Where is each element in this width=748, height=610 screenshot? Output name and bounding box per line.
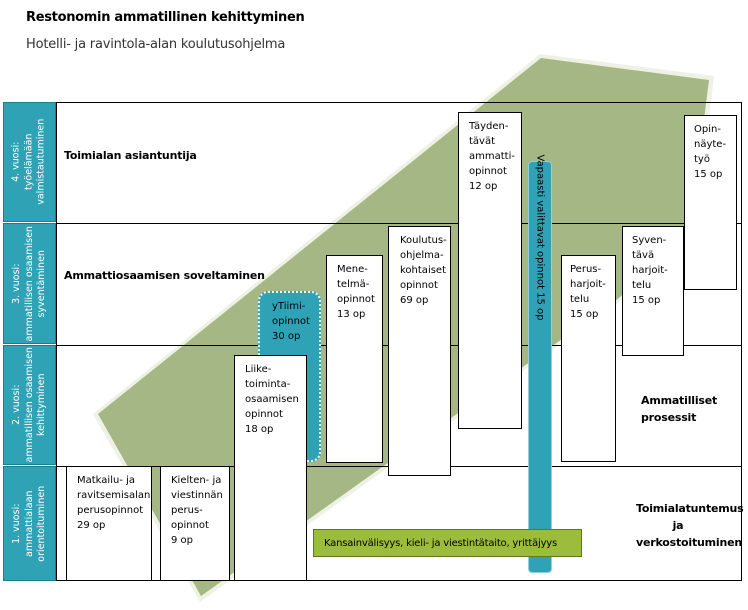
course-koulutusohjelma-opinnot: Koulutus- ohjelma- kohtaiset opinnot 69 … — [388, 226, 451, 476]
course-credits: 18 op — [245, 424, 274, 435]
year-2-cell: 2. vuosi: ammatillisen osaamisen kehitty… — [3, 345, 56, 465]
course-credits: 9 op — [171, 535, 194, 546]
course-matkailu-perusopinnot: Matkailu- ja ravitsemisalan perusopinnot… — [66, 466, 152, 581]
course-name: yTiimi- opinnot — [272, 301, 310, 327]
course-name: Täyden- tävät ammatti- opinnot — [469, 121, 515, 177]
course-name: Mene- telmä- opinnot — [337, 264, 375, 305]
course-liiketoiminta-opinnot: Liike- toiminta- osaamisen opinnot 18 op — [234, 355, 307, 581]
grid-line-bottom — [56, 580, 742, 581]
grid-line-year-3-4 — [56, 223, 742, 224]
year-4-label: 4. vuosi: työelämään valmistautuminen — [10, 118, 47, 206]
row-label-year-1: Toimialatuntemus ja verkostoituminen — [636, 502, 744, 549]
year-1-cell: 1. vuosi: ammattialaan orientoituminen — [3, 466, 56, 581]
course-credits: 13 op — [337, 309, 366, 320]
frame-right — [741, 102, 742, 581]
row-label-year-3: Ammattiosaamisen soveltaminen — [64, 269, 265, 282]
course-credits: 15 op — [570, 309, 599, 320]
row-label-year-4: Toimialan asiantuntija — [64, 149, 197, 162]
page-title: Restonomin ammatillinen kehittyminen — [26, 10, 305, 25]
page-subtitle: Hotelli- ja ravintola-alan koulutusohjel… — [26, 37, 286, 52]
cross-cutting-skills-label: Kansainvälisyys, kieli- ja viestintätait… — [324, 537, 558, 549]
course-name: Koulutus- ohjelma- kohtaiset opinnot — [400, 235, 447, 291]
course-name: Perus- harjoit- telu — [570, 264, 606, 305]
year-1-label: 1. vuosi: ammattialaan orientoituminen — [10, 485, 47, 562]
cross-cutting-skills-bar: Kansainvälisyys, kieli- ja viestintätait… — [313, 529, 582, 557]
course-credits: 30 op — [272, 331, 301, 342]
course-name: Opin- näyte- työ — [694, 124, 727, 165]
course-kielten-perusopinnot: Kielten- ja viestinnän perus- opinnot 9 … — [160, 466, 230, 581]
course-name: Kielten- ja viestinnän perus- opinnot — [171, 475, 223, 531]
course-taydentavat-ammattiopinnot: Täyden- tävät ammatti- opinnot 12 op — [458, 112, 522, 429]
course-opinnaytetyo: Opin- näyte- työ 15 op — [684, 115, 737, 290]
course-menetelmaopinnot: Mene- telmä- opinnot 13 op — [326, 255, 383, 463]
year-3-cell: 3. vuosi: ammatillisen osaamisen syventä… — [3, 223, 56, 344]
row-label-year-2: Ammatilliset prosessit — [641, 394, 718, 424]
course-perusharjoittelu: Perus- harjoit- telu 15 op — [561, 255, 616, 462]
year-3-label: 3. vuosi: ammatillisen osaamisen syventä… — [10, 225, 47, 342]
course-syventava-harjoittelu: Syven- tävä harjoit- telu 15 op — [622, 226, 684, 356]
year-2-label: 2. vuosi: ammatillisen osaamisen kehitty… — [10, 347, 47, 463]
course-name: Syven- tävä harjoit- telu — [632, 235, 668, 291]
course-name: Liike- toiminta- osaamisen opinnot — [245, 364, 299, 420]
course-name: Matkailu- ja ravitsemisalan perusopinnot — [77, 475, 151, 516]
course-credits: 12 op — [469, 181, 498, 192]
elective-studies-label: Vapaasti valittavat opinnot 15 op — [534, 154, 546, 321]
frame-left — [56, 102, 57, 581]
course-credits: 15 op — [694, 169, 723, 180]
course-credits: 15 op — [632, 295, 661, 306]
course-credits: 69 op — [400, 295, 429, 306]
elective-studies-bar: Vapaasti valittavat opinnot 15 op — [528, 154, 552, 573]
course-credits: 29 op — [77, 520, 106, 531]
grid-line-top — [56, 102, 742, 103]
year-4-cell: 4. vuosi: työelämään valmistautuminen — [3, 102, 56, 222]
